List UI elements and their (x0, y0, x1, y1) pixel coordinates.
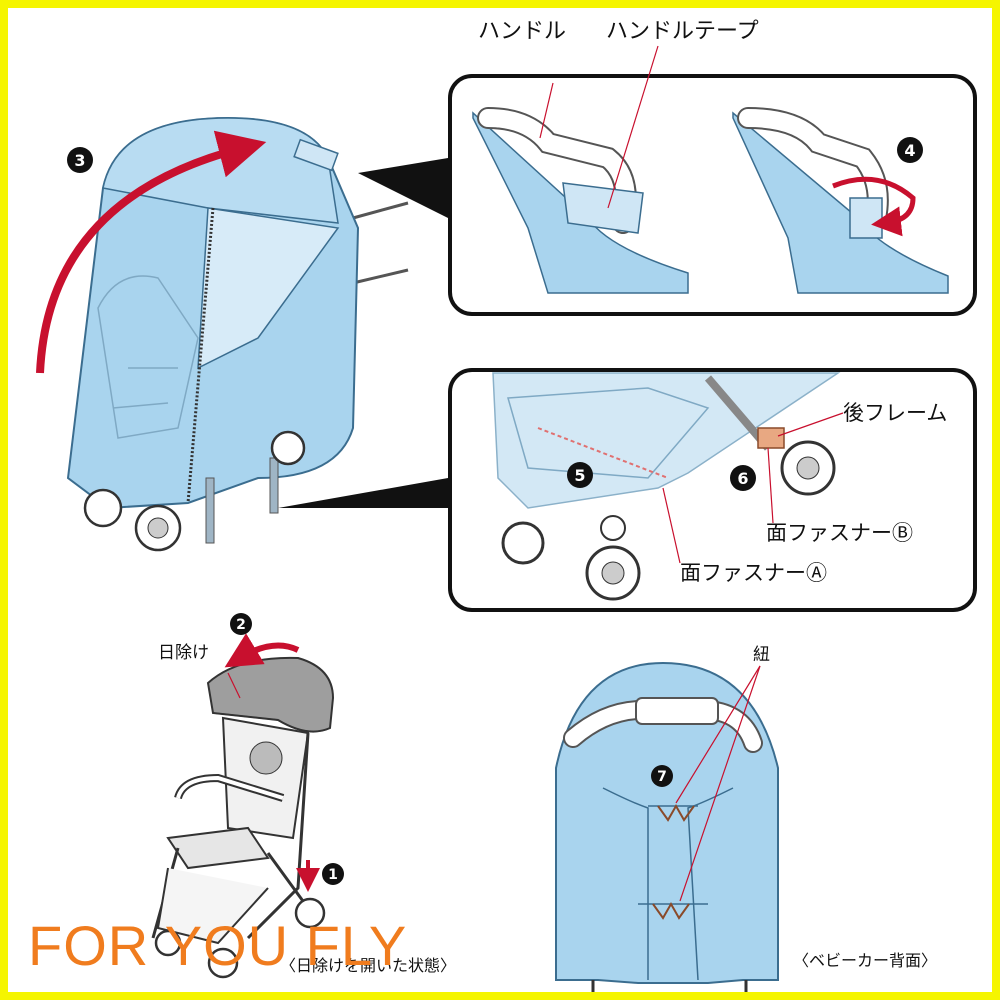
covered-stroller-illustration (36, 116, 448, 552)
step-5-marker: 5 (567, 462, 593, 488)
caption-open-sunshade: 〈日除けを開いた状態〉 (280, 956, 456, 975)
stroller-back-view-illustration (555, 661, 779, 992)
caption-stroller-back: 〈ベビーカー背面〉 (793, 951, 937, 970)
label-string: 紐 (753, 645, 770, 665)
label-handle-tape: ハンドルテープ (606, 19, 759, 44)
svg-text:6: 6 (737, 469, 748, 488)
step-4-marker: 4 (897, 137, 923, 163)
stroller-sunshade-illustration (151, 633, 335, 979)
step-6-marker: 6 (730, 465, 756, 491)
svg-text:2: 2 (236, 617, 246, 633)
svg-text:1: 1 (328, 867, 338, 883)
label-handle: ハンドル (478, 19, 566, 44)
instruction-diagram: 3 4 ハンドル ハンドルテープ (36, 19, 977, 992)
step-7-marker: 7 (651, 765, 673, 787)
svg-text:3: 3 (74, 151, 85, 170)
watermark-text: FOR YOU FLY (28, 914, 408, 977)
step-2-marker: 2 (230, 613, 252, 635)
label-sunshade: 日除け (158, 643, 209, 663)
label-fastener-b: 面ファスナーⒷ (766, 521, 913, 545)
label-fastener-a: 面ファスナーⒶ (680, 561, 827, 585)
handle-detail-panel (448, 45, 977, 316)
step-1-marker: 1 (322, 863, 344, 885)
svg-text:7: 7 (657, 769, 667, 785)
step-3-marker: 3 (67, 147, 93, 173)
label-rear-frame: 後フレーム (843, 401, 947, 425)
svg-text:4: 4 (904, 141, 915, 160)
svg-text:5: 5 (574, 466, 585, 485)
